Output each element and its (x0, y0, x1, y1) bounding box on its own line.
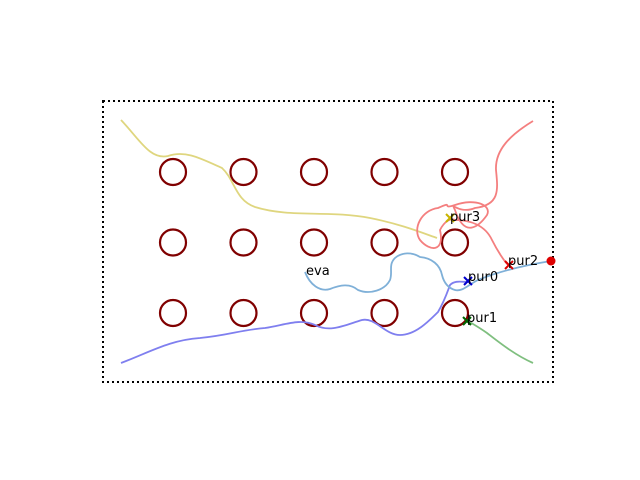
pursuer3-trail (120, 119, 438, 239)
target-point (546, 256, 556, 266)
pursuer0-label: pur0 (468, 270, 498, 285)
obstacle-circle (299, 157, 329, 187)
obstacle-circle (158, 157, 188, 187)
pursuer0-trail (120, 280, 469, 364)
obstacle-circle (158, 298, 188, 328)
pursuer1-trail (467, 320, 534, 364)
evader-label: eva (306, 264, 330, 279)
obstacle-circle (229, 228, 258, 257)
pursuer2-trail (416, 120, 534, 266)
obstacle-circle (299, 298, 329, 328)
pursuer2-marker (504, 260, 514, 270)
pursuer0-marker (463, 276, 473, 286)
arena-boundary (102, 100, 554, 383)
obstacle-circle (370, 228, 399, 257)
evader-trail (304, 252, 552, 293)
obstacle-circle (158, 228, 188, 257)
obstacle-circle (440, 298, 470, 328)
pursuer3-marker (445, 213, 455, 223)
obstacle-circle (229, 298, 258, 328)
obstacle-circle (299, 228, 329, 257)
obstacle-circle (440, 228, 470, 257)
pursuer1-label: pur1 (467, 311, 497, 326)
obstacle-circle (370, 157, 399, 187)
obstacle-grid (158, 157, 470, 328)
pursuer2-label: pur2 (508, 254, 538, 269)
pursuer1-marker (462, 316, 472, 326)
obstacle-circle (229, 157, 258, 187)
obstacle-circle (370, 298, 399, 328)
obstacle-circle (440, 157, 470, 187)
pursuer3-label: pur3 (450, 210, 480, 225)
